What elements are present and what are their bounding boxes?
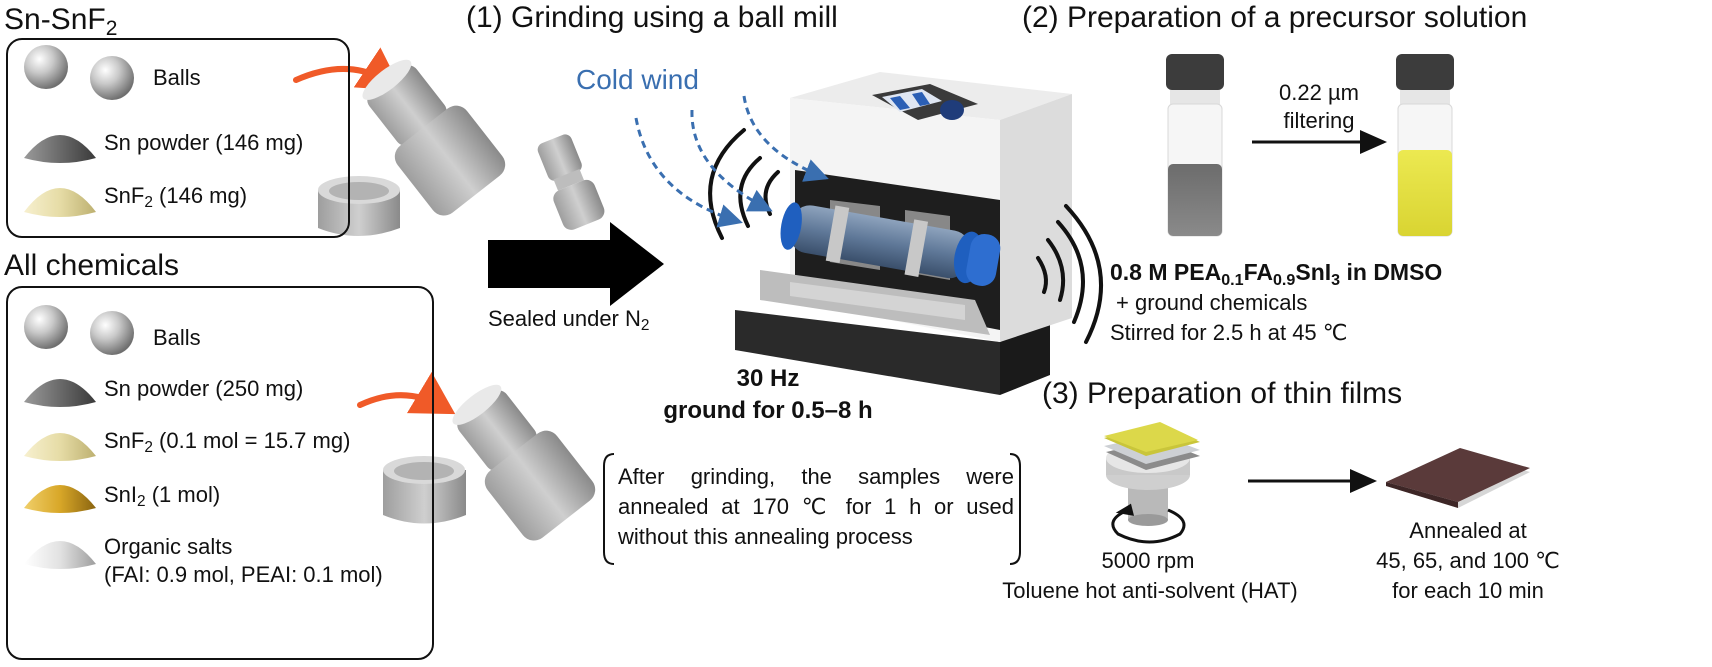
snf2-label: SnF2 (146 mg): [104, 183, 248, 212]
cold-wind-label: Cold wind: [576, 64, 699, 95]
ball-mill-machine-icon: [735, 72, 1072, 395]
process-arrow-icon: [488, 222, 664, 306]
snf2-label: SnF2 (0.1 mol = 15.7 mg): [104, 428, 351, 457]
ground-chemicals-label: + ground chemicals: [1116, 290, 1308, 315]
organic-salts-label: Organic salts: [104, 534, 233, 559]
frequency-label: 30 Hz: [736, 365, 800, 392]
ball-label: Balls: [153, 325, 201, 350]
milling-jar-icon: [452, 384, 596, 541]
grinding-time-label: ground for 0.5–8 h: [663, 397, 873, 424]
ball-label: Balls: [153, 65, 201, 90]
thin-film-icon: [1386, 448, 1530, 508]
anti-solvent-label: Toluene hot anti-solvent (HAT): [1002, 578, 1298, 603]
yellow-vial-icon: [1396, 54, 1454, 237]
stirred-label: Stirred for 2.5 h at 45 ℃: [1110, 320, 1348, 345]
ball-icon: [24, 305, 134, 355]
note-bracket-right: [1009, 453, 1021, 565]
all-chemicals-title: All chemicals: [4, 249, 180, 282]
milling-jar-icon: [362, 59, 506, 216]
jar-lid-icon: [383, 456, 466, 524]
sn-snf2-title: Sn-SnF2: [4, 3, 118, 40]
cold-wind-arrows-icon: [634, 95, 829, 228]
spin-coater-icon: [1104, 422, 1200, 526]
all-chemicals-box: [6, 286, 434, 660]
annealed-label: Annealed at: [1409, 518, 1527, 543]
ball-icon: [24, 45, 134, 100]
organic-salts-cone-icon: [24, 541, 96, 569]
sn-snf2-box: [6, 38, 350, 238]
note-bracket-left: [603, 453, 615, 565]
step1-title: (1) Grinding using a ball mill: [466, 1, 838, 34]
sn-powder-cone-icon: [24, 135, 96, 163]
snf2-cone-icon: [24, 188, 96, 217]
annealed-duration-label: for each 10 min: [1392, 578, 1544, 603]
step2-title: (2) Preparation of a precursor solution: [1022, 1, 1528, 34]
organic-salts-detail: (FAI: 0.9 mol, PEAI: 0.1 mol): [104, 562, 383, 587]
sni2-cone-icon: [24, 485, 96, 513]
annealing-note: After grinding, the samples were anneale…: [618, 464, 1014, 549]
sn-powder-cone-icon: [24, 379, 96, 407]
sn-powder-label: Sn powder (250 mg): [104, 376, 304, 401]
sealed-jar-icon: [537, 134, 605, 230]
orange-arrow-icon: [357, 371, 456, 415]
sealed-label: Sealed under N2: [488, 306, 650, 335]
step3-title: (3) Preparation of thin films: [1042, 377, 1403, 410]
rotation-arrow-icon: [1111, 503, 1186, 544]
filter-size-label: 0.22 µm: [1279, 80, 1359, 105]
snf2-cone-icon: [24, 433, 96, 461]
sni2-label: SnI2 (1 mol): [104, 482, 221, 511]
filtering-label: filtering: [1283, 108, 1355, 133]
sn-powder-label: Sn powder (146 mg): [104, 130, 304, 155]
annealed-temps-label: 45, 65, and 100 ℃: [1376, 548, 1560, 573]
precursor-solution-label: 0.8 M PEA0.1FA0.9SnI3 in DMSO: [1110, 259, 1443, 289]
spin-speed-label: 5000 rpm: [1101, 548, 1195, 573]
dark-vial-icon: [1166, 54, 1224, 237]
